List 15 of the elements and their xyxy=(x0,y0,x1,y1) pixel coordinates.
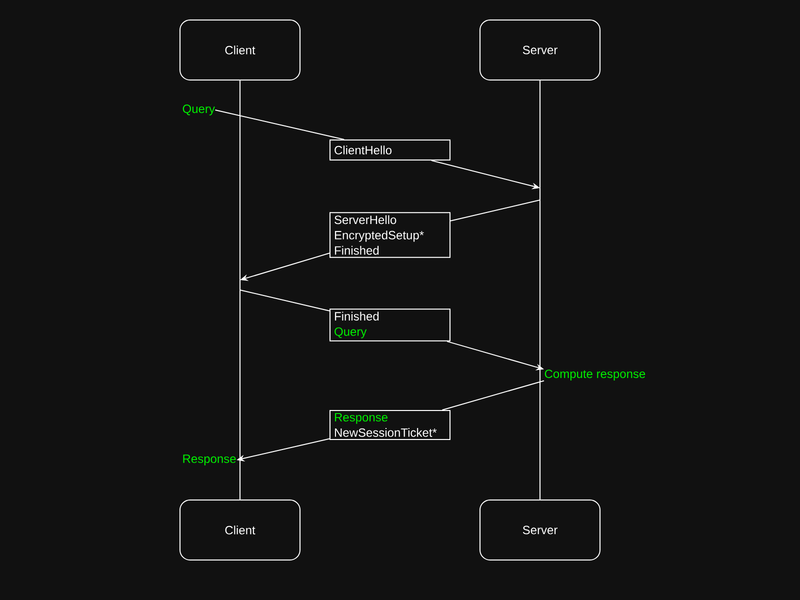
message-box: ClientHello xyxy=(330,140,450,160)
message-box: Finished Query xyxy=(330,308,450,342)
note-label: Response xyxy=(183,454,236,466)
message-line xyxy=(442,380,544,410)
message-line xyxy=(214,110,345,140)
message-box: Response NewSessionTicket* xyxy=(330,410,450,440)
message-box: ServerHello EncryptedSetup* Finished xyxy=(330,212,450,258)
message-line xyxy=(240,290,330,312)
participant-box: Server xyxy=(480,500,600,560)
note-label: Compute response xyxy=(544,370,646,380)
note-label: Query xyxy=(182,104,215,116)
message-line xyxy=(450,200,540,222)
participant-box: Server xyxy=(480,20,600,80)
participant-box: Client xyxy=(180,20,300,80)
participant-box: Client xyxy=(180,500,300,560)
